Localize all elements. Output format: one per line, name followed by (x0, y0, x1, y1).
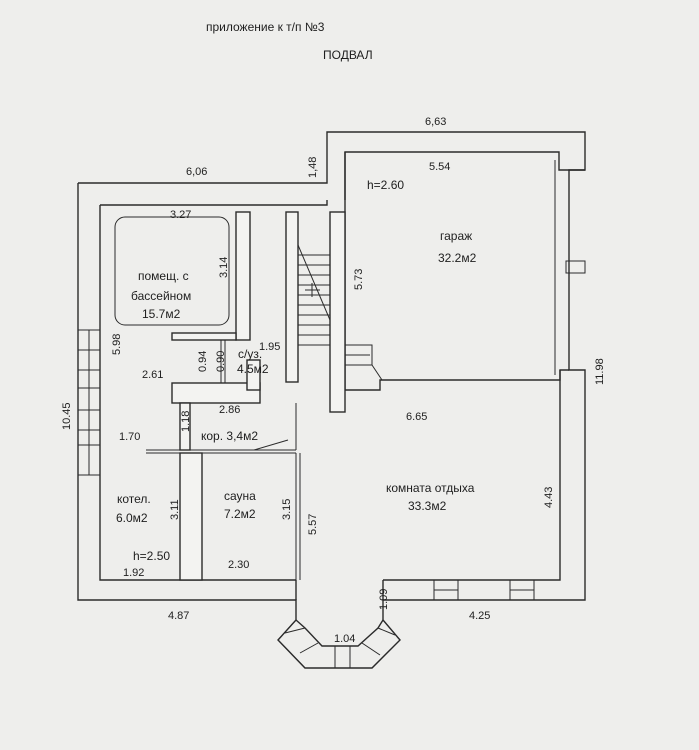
dim-partition-width: 2.86 (219, 404, 240, 416)
dim-lounge-width: 6.65 (406, 411, 427, 423)
bathroom-label: с/уз. (238, 347, 262, 361)
dim-garage-width: 5.54 (429, 161, 450, 173)
dim-boiler-depth: 3.11 (169, 499, 181, 520)
bay-window (277, 600, 401, 669)
pool-room-area: 15.7м2 (142, 307, 181, 321)
dim-bay-depth: 1.09 (378, 589, 390, 610)
garage-height: h=2.60 (367, 178, 404, 192)
boiler-height: h=2.50 (133, 549, 170, 563)
dim-garage-depth: 5.73 (353, 269, 365, 290)
dim-right-total: 11.98 (594, 358, 606, 385)
pool-room-label-1: помещ. с (138, 269, 189, 283)
dim-door-090: 0.90 (215, 351, 227, 372)
dim-left-top-width: 6,06 (186, 166, 207, 178)
boiler-label: котел. (117, 492, 151, 506)
lounge-label: комната отдыха (386, 481, 475, 495)
dim-sauna-depth: 3.15 (281, 499, 293, 520)
dim-lounge-depth: 4.43 (543, 487, 555, 508)
dim-left-total: 10.45 (61, 402, 73, 430)
dim-step-height: 1,48 (307, 157, 319, 178)
sauna-area: 7.2м2 (224, 507, 256, 521)
bottom-windows (284, 580, 535, 668)
garage-label: гараж (440, 229, 472, 243)
bathroom-area: 4.5м2 (237, 362, 269, 376)
dim-lounge-left: 5.57 (307, 514, 319, 535)
dim-left-inner: 5.98 (111, 334, 123, 355)
pool-room-label-2: бассейном (131, 289, 191, 303)
dim-corridor-height: 1.18 (180, 411, 192, 432)
dim-top-width: 6,63 (425, 116, 446, 128)
dim-sauna-width: 2.30 (228, 559, 249, 571)
room-labels: помещ. с бассейном 15.7м2 гараж 32.2м2 h… (116, 178, 477, 563)
dim-boiler-width: 1.92 (123, 567, 144, 579)
interior-walls (114, 211, 383, 581)
dim-hall-width: 2.61 (142, 369, 163, 381)
dim-bay-width: 1.04 (334, 633, 355, 645)
garage-area: 32.2м2 (438, 251, 477, 265)
dim-bottom-left: 4.87 (168, 610, 189, 622)
appendix-label: приложение к т/п №3 (206, 20, 325, 34)
left-windows (78, 329, 100, 476)
floor-title: ПОДВАЛ (323, 48, 373, 62)
dim-bottom-right: 4.25 (469, 610, 490, 622)
dim-corridor-width: 1.70 (119, 431, 140, 443)
boiler-area: 6.0м2 (116, 511, 148, 525)
lounge-area: 33.3м2 (408, 499, 447, 513)
dim-bath-width: 1.95 (259, 341, 280, 353)
dim-door-094: 0.94 (197, 351, 209, 372)
dim-pool-height: 3.14 (218, 257, 230, 278)
sauna-label: сауна (224, 489, 256, 503)
corridor-label: кор. 3,4м2 (201, 429, 258, 443)
dim-pool-width: 3.27 (170, 209, 191, 221)
dimensions: 6,63 6,06 1,48 5.54 3.27 3.14 5.73 11.98… (61, 116, 606, 645)
